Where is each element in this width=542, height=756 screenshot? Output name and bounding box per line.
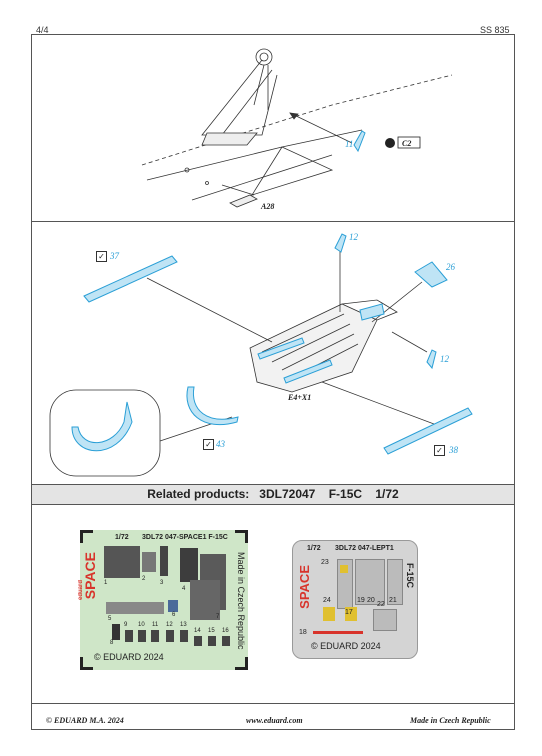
sheet1-made-in: Made in Czech Republic xyxy=(236,552,246,650)
sheet2-part-number: 19 xyxy=(357,597,365,604)
sheet2-part-number: 24 xyxy=(323,597,331,604)
sheet1-scale: 1/72 xyxy=(115,534,129,541)
sheet1-space-logo: SPACE xyxy=(82,552,98,600)
sheet2-part-number: 21 xyxy=(389,597,397,604)
sheet1-part-number: 1 xyxy=(104,580,108,586)
sheet2-scale: 1/72 xyxy=(307,545,321,552)
checkbox-37[interactable]: ✓ xyxy=(96,251,107,262)
related-label: Related products: xyxy=(147,487,250,501)
sheet2-part-number: 17 xyxy=(345,609,353,616)
footer-made-in: Made in Czech Republic xyxy=(410,716,491,725)
glue-icon xyxy=(385,138,395,148)
sheet1-part-number: 11 xyxy=(152,622,159,628)
footer-website[interactable]: www.eduard.com xyxy=(246,716,303,725)
sheet1-copyright: © EDUARD 2024 xyxy=(94,652,164,662)
checkbox-43[interactable]: ✓ xyxy=(203,439,214,450)
related-scale: 1/72 xyxy=(375,487,399,501)
product-sheet-space1[interactable]: 1/72 3DL72 047-SPACE1 F-15C SPACE eduard… xyxy=(78,530,248,670)
product-sheet-lept1[interactable]: 1/72 3DL72 047-LEPT1 F-15C SPACE © EDUAR… xyxy=(292,540,418,659)
sheet1-part-number: 7 xyxy=(216,614,220,620)
part-37-shape xyxy=(83,255,178,303)
sheet1-part-number: 8 xyxy=(110,640,114,646)
sheet1-title: 3DL72 047-SPACE1 F-15C xyxy=(142,534,228,541)
sheet1-part-number: 4 xyxy=(182,586,186,592)
sheet-code: SS 835 xyxy=(480,25,510,35)
footer-copyright: © EDUARD M.A. 2024 xyxy=(46,716,124,725)
part-43-label: 43 xyxy=(216,439,225,449)
detail-inset xyxy=(49,389,161,477)
sheet1-part-number: 5 xyxy=(108,616,112,622)
sheet1-part-number: 15 xyxy=(208,628,215,634)
sheet1-part-number: 3 xyxy=(160,580,164,586)
sheet2-title: 3DL72 047-LEPT1 xyxy=(335,545,394,552)
step1-drawing xyxy=(141,48,453,208)
sheet2-model: F-15C xyxy=(405,563,415,589)
part-12-top-label: 12 xyxy=(349,232,358,242)
checkbox-38[interactable]: ✓ xyxy=(434,445,445,456)
part-26-label: 26 xyxy=(446,262,455,272)
sheet2-space-logo: SPACE xyxy=(297,565,312,609)
part-38-label: 38 xyxy=(449,445,458,455)
sheet2-copyright: © EDUARD 2024 xyxy=(311,641,381,651)
sheet2-part-number: 18 xyxy=(299,629,307,636)
part-11-label: 11 xyxy=(345,139,354,149)
related-code: 3DL72047 xyxy=(259,487,316,501)
part-37-label: 37 xyxy=(110,251,119,261)
e4x1-label: E4+X1 xyxy=(288,393,312,402)
sheet1-part-number: 13 xyxy=(180,622,187,628)
sheet2-part-number: 22 xyxy=(377,601,385,608)
instruction-frame xyxy=(31,34,515,730)
part-11-shape xyxy=(353,130,366,153)
sheet2-part-number: 23 xyxy=(321,559,329,566)
sheet1-part-number: 16 xyxy=(222,628,229,634)
sheet1-part-number: 9 xyxy=(124,622,128,628)
sheet1-part-number: 10 xyxy=(138,622,145,628)
a28-label: A28 xyxy=(261,202,275,211)
sheet1-part-number: 14 xyxy=(194,628,201,634)
step2-drawing xyxy=(49,233,473,477)
part-12-top-shape xyxy=(334,233,347,253)
c2-label: C2 xyxy=(402,139,412,148)
sheet1-part-number: 2 xyxy=(142,576,146,582)
part-43-shape xyxy=(186,386,239,426)
c2-box xyxy=(397,136,421,149)
related-model: F-15C xyxy=(328,487,363,501)
part-38-shape xyxy=(383,407,473,455)
sheet1-brand: eduard xyxy=(78,580,84,601)
related-products-band: Related products: 3DL72047 F-15C 1/72 xyxy=(32,484,514,505)
part-26-shape xyxy=(414,261,448,288)
sheet1-part-number: 12 xyxy=(166,622,173,628)
section-divider xyxy=(31,221,515,222)
part-12-right-shape xyxy=(426,349,437,370)
part-12-right-label: 12 xyxy=(440,354,449,364)
sheet2-part-number: 20 xyxy=(367,597,375,604)
page-number: 4/4 xyxy=(36,25,49,35)
sheet1-part-number: 6 xyxy=(172,612,176,618)
footer-divider xyxy=(31,703,515,704)
